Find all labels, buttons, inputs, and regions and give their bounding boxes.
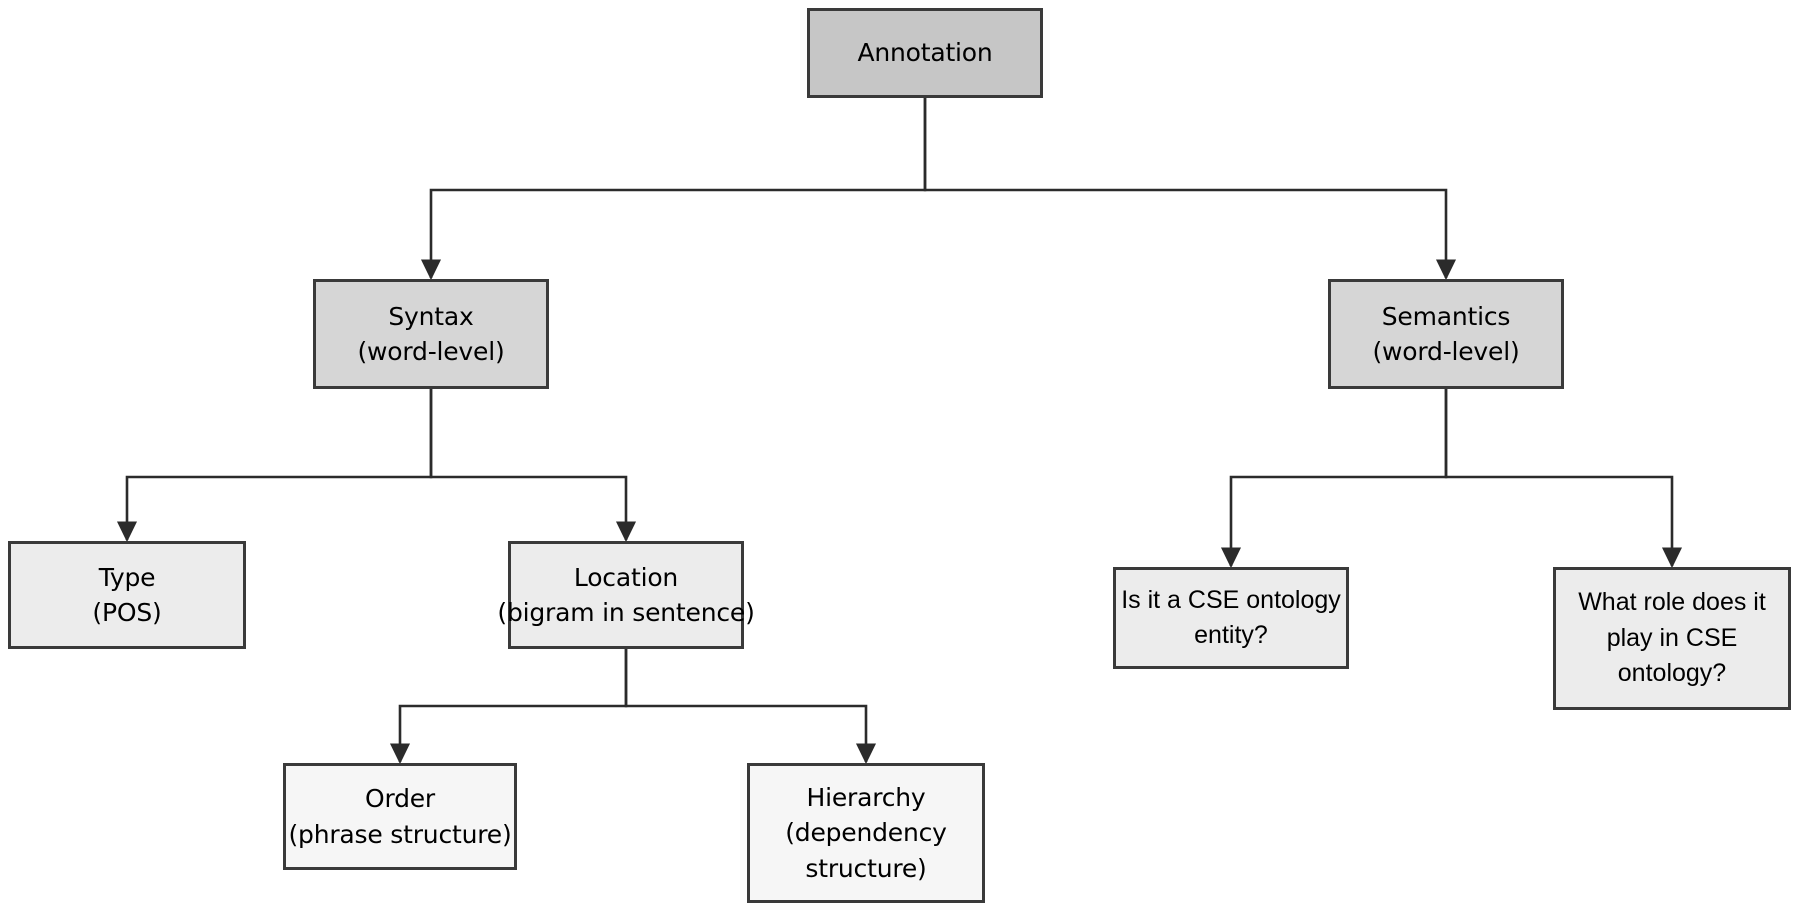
node-label-line: What role does it [1578, 588, 1766, 617]
node-label-line: Hierarchy [806, 782, 926, 812]
connector-location-to-hierarchy [624, 649, 877, 765]
node-semantics: Semantics (word-level) [1328, 279, 1564, 389]
connector-annotation-to-syntax [420, 98, 927, 281]
node-label-line: play in CSE [1606, 623, 1738, 652]
node-label-line: (POS) [92, 598, 162, 627]
node-label-line: Annotation [857, 38, 993, 68]
node-label-line: (word-level) [1372, 337, 1520, 366]
node-hierarchy-dependency: Hierarchy (dependency structure) [747, 763, 985, 903]
connector-semantics-to-role [1444, 389, 1683, 569]
node-order-phrase: Order (phrase structure) [283, 763, 517, 870]
connector-annotation-to-semantics [923, 98, 1457, 281]
node-cse-ontology-entity: Is it a CSE ontology entity? [1113, 567, 1349, 669]
connector-semantics-to-entity [1220, 389, 1448, 569]
node-label-line: (word-level) [357, 337, 505, 366]
node-annotation: Annotation [807, 8, 1043, 98]
node-syntax: Syntax (word-level) [313, 279, 549, 389]
node-cse-ontology-role: What role does it play in CSE ontology? [1553, 567, 1791, 710]
node-label-line: structure) [805, 853, 927, 883]
node-label-line: Order [364, 784, 436, 813]
connector-paths [116, 98, 1683, 765]
node-type-pos: Type (POS) [8, 541, 246, 649]
node-label-line: (phrase structure) [288, 819, 512, 849]
node-label-line: Is it a CSE ontology [1121, 585, 1341, 614]
node-label-line: Location [573, 562, 679, 592]
node-label-line: Semantics [1381, 301, 1511, 331]
node-label-line: Type [98, 562, 156, 592]
node-label-line: (bigram in sentence) [497, 598, 755, 627]
node-label-line: ontology? [1617, 659, 1727, 688]
node-label-line: entity? [1194, 621, 1268, 649]
connector-syntax-to-location [429, 389, 637, 543]
node-label-line: (dependency [785, 818, 947, 848]
connector-location-to-order [389, 649, 628, 765]
node-location-bigram: Location (bigram in sentence) [497, 541, 755, 649]
connector-syntax-to-type [116, 389, 433, 543]
node-label-line: Syntax [388, 301, 474, 331]
